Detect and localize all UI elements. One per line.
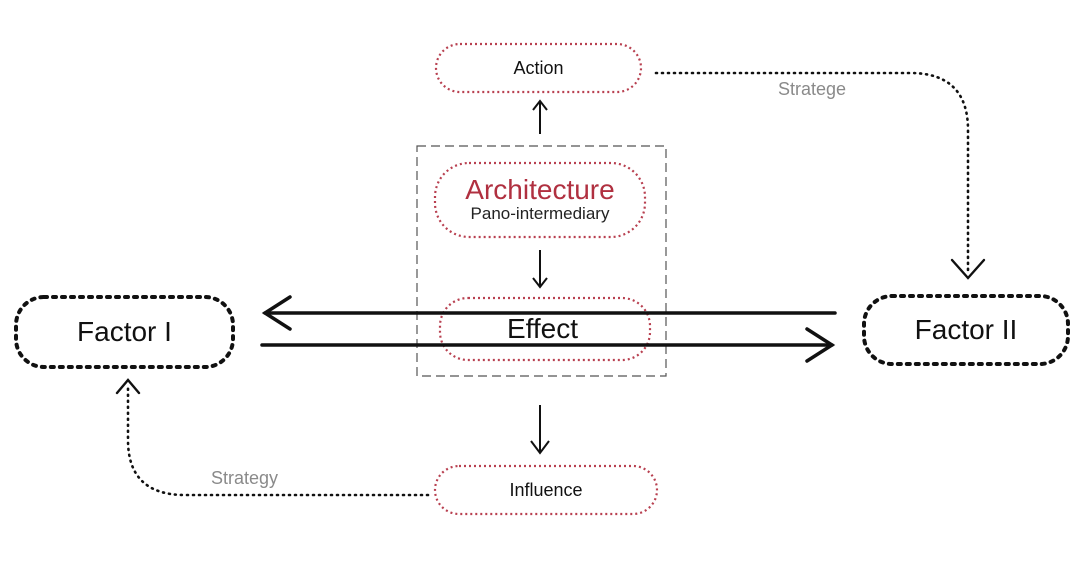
arrow-architecture-to-action	[532, 99, 548, 134]
factor-1-node-outline	[14, 295, 235, 369]
strategy-top-label: Stratege	[778, 79, 847, 99]
action-label: Action	[513, 57, 564, 78]
arrow-effect-to-influence	[530, 405, 550, 455]
arrow-influence-to-factor1	[115, 378, 430, 497]
arrow-factor1-to-factor2	[260, 327, 836, 363]
strategy-bottom-label: Strategy	[211, 468, 279, 488]
effect-node: Effect	[440, 298, 645, 360]
arrow-factor2-to-factor1	[261, 295, 837, 331]
architecture-title: Architecture	[465, 174, 615, 205]
action-node-outline	[434, 42, 643, 94]
architecture-group-frame	[416, 145, 667, 377]
arrow-architecture-to-effect	[532, 250, 548, 289]
action-node: Action	[436, 44, 641, 92]
factor-2-label: Factor II	[914, 314, 1018, 345]
arrow-action-to-factor2	[654, 71, 986, 280]
influence-label: Influence	[509, 479, 583, 500]
factor-2-node: Factor II	[864, 296, 1068, 364]
influence-node-outline	[433, 464, 659, 516]
effect-label: Effect	[506, 313, 579, 344]
influence-node: Influence	[435, 466, 657, 514]
factor-1-node: Factor I	[16, 297, 233, 367]
factor-1-label: Factor I	[77, 316, 172, 347]
architecture-node: Architecture Pano-intermediary	[435, 163, 645, 237]
factor-2-node-outline	[862, 294, 1070, 366]
architecture-node-outline	[433, 161, 647, 239]
architecture-subtitle: Pano-intermediary	[470, 204, 610, 223]
effect-node-outline	[438, 296, 652, 362]
